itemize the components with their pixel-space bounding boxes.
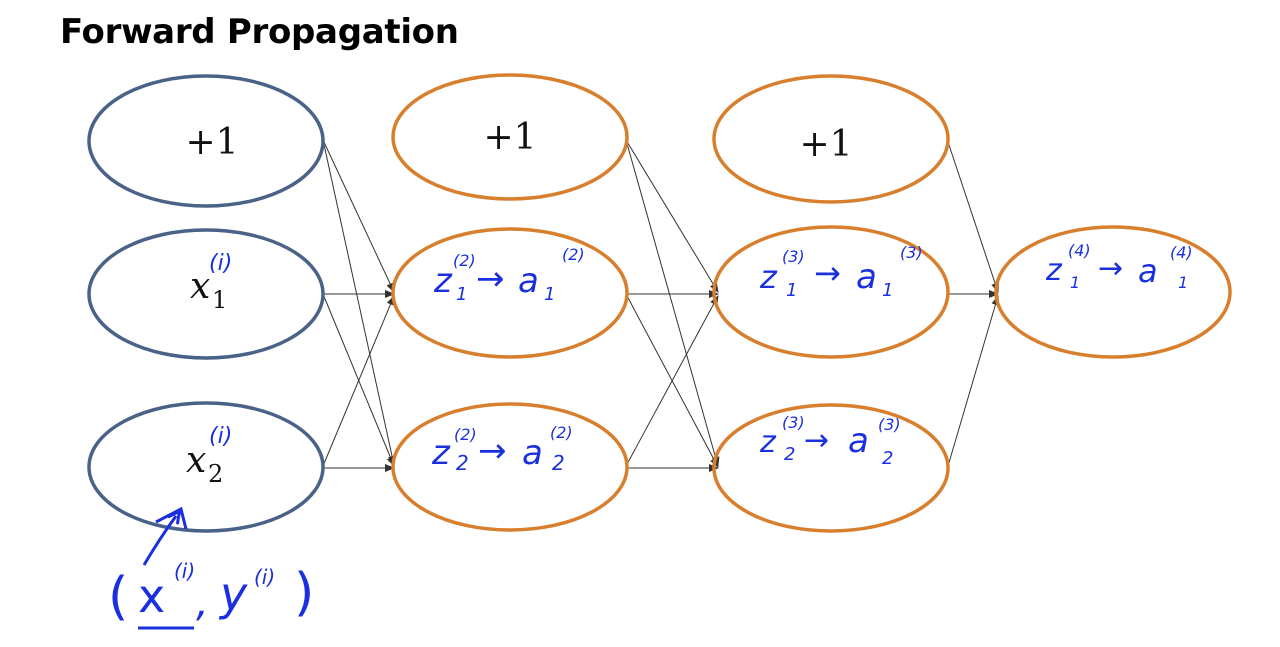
input-x2-label: x 2 (i)	[186, 424, 232, 488]
x2-base: x	[186, 440, 206, 481]
input-x1-label: x 1 (i)	[190, 251, 232, 314]
u21-arrow: →	[476, 259, 505, 299]
layer3-unit1-node	[712, 225, 950, 359]
layer2-bias-label: +1	[483, 117, 536, 158]
u22-asub: 2	[552, 451, 565, 475]
training-example-annotation: ( x (i) , y (i) )	[108, 506, 314, 630]
x1-base: x	[190, 266, 210, 307]
u32-a: a	[848, 421, 869, 461]
output-unit1-label: z (4) 1 → a (4) 1	[1045, 241, 1193, 292]
u22-zsup: (2)	[454, 425, 477, 444]
x2-sub: 2	[208, 460, 223, 488]
u31-a: a	[856, 257, 877, 297]
connection-edges	[322, 139, 1000, 472]
u21-asub: 1	[544, 284, 555, 305]
edge-x2-u21	[322, 295, 395, 467]
layer3-unit1-label: z (3) 1 → a (3) 1	[759, 243, 923, 301]
u32-asub: 2	[882, 448, 893, 469]
u41-a: a	[1138, 252, 1158, 290]
edge-bias2-u32	[625, 139, 720, 467]
layer3-unit2-node	[712, 403, 950, 533]
u21-z: z	[433, 261, 453, 301]
u32-z: z	[759, 425, 777, 460]
layer3-bias-node	[712, 74, 950, 204]
u41-zsup: (4)	[1068, 241, 1091, 260]
layer2-unit2-node	[391, 402, 629, 532]
layer2-bias-node	[391, 73, 629, 201]
annotation-comma: ,	[196, 580, 209, 626]
annotation-x-sup: (i)	[174, 559, 195, 583]
u21-asup: (2)	[562, 245, 585, 264]
x1-sup: (i)	[209, 251, 232, 276]
u31-asup: (3)	[900, 243, 923, 262]
layer2-unit2-label: z (2) 2 → a (2) 2	[431, 423, 573, 475]
annotation-open-paren: (	[108, 567, 128, 627]
annotation-arrow-tick	[155, 506, 188, 530]
input-bias-node	[87, 74, 325, 208]
layer2-unit1-label: z (2) 1 → a (2) 1	[433, 245, 585, 305]
u22-arrow: →	[478, 431, 507, 471]
annotation-y: y	[218, 567, 248, 621]
edge-u32-u41	[947, 295, 1000, 467]
output-unit1-node	[994, 225, 1232, 359]
u41-asup: (4)	[1170, 243, 1193, 262]
u31-zsub: 1	[786, 280, 797, 301]
edge-bias1-u21	[322, 139, 395, 293]
page-title: Forward Propagation	[60, 12, 459, 52]
layer3-unit2-label: z (3) 2 → a (3) 2	[759, 413, 901, 469]
edge-bias3-u41	[947, 141, 999, 293]
edge-u22-u31	[625, 295, 719, 467]
input-x1-node	[87, 228, 325, 360]
u22-a: a	[522, 433, 543, 473]
annotation-close-paren: )	[294, 563, 314, 623]
u22-zsub: 2	[456, 451, 469, 475]
annotation-y-sup: (i)	[254, 565, 275, 589]
layer3-bias-label: +1	[799, 124, 852, 165]
u31-arrow: →	[814, 254, 841, 292]
x1-sub: 1	[212, 286, 227, 314]
u31-asub: 1	[882, 280, 893, 301]
u41-z: z	[1045, 253, 1063, 288]
u31-zsup: (3)	[782, 247, 805, 266]
input-x2-node	[87, 401, 325, 533]
annotation-arrow	[142, 516, 176, 566]
edge-bias1-u22	[322, 139, 396, 466]
u22-z: z	[431, 433, 451, 473]
u41-zsub: 1	[1070, 273, 1080, 292]
edge-bias2-u31	[625, 139, 719, 293]
layer2-unit1-node	[391, 227, 629, 359]
u31-z: z	[759, 258, 778, 296]
u32-zsup: (3)	[782, 413, 805, 432]
u41-arrow: →	[1098, 251, 1123, 286]
x2-sup: (i)	[209, 424, 232, 449]
u22-asup: (2)	[550, 423, 573, 442]
u21-zsup: (2)	[453, 251, 476, 270]
u32-asup: (3)	[878, 415, 901, 434]
u32-arrow: →	[804, 423, 829, 458]
u21-zsub: 1	[456, 284, 467, 305]
annotation-x: x	[138, 569, 165, 623]
u41-asub: 1	[1178, 273, 1188, 292]
u21-a: a	[518, 261, 539, 301]
input-bias-label: +1	[185, 122, 238, 163]
u32-zsub: 2	[784, 444, 795, 465]
